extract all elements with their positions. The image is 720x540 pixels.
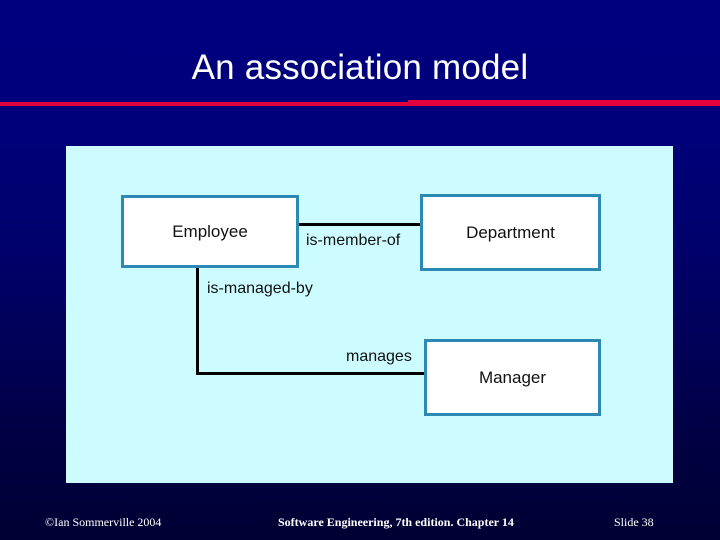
footer-slide-number: Slide 38 [614, 515, 654, 529]
association-line-manages [196, 372, 426, 375]
footer-book-reference: Software Engineering, 7th edition. Chapt… [278, 515, 514, 529]
footer-copyright: ©Ian Sommerville 2004 [45, 515, 162, 529]
page-title: An association model [191, 48, 529, 87]
title-divider-left [0, 102, 410, 106]
association-label-is-member-of: is-member-of [306, 232, 401, 249]
entity-box-manager[interactable]: Manager [424, 339, 601, 416]
association-label-is-managed-by: is-managed-by [207, 280, 313, 297]
entity-box-employee[interactable]: Employee [121, 195, 299, 268]
association-line-is-member-of [296, 223, 423, 226]
association-label-manages: manages [346, 348, 412, 365]
title-divider-right [408, 100, 720, 106]
association-line-is-managed-by [196, 265, 199, 375]
entity-box-department[interactable]: Department [420, 194, 601, 271]
